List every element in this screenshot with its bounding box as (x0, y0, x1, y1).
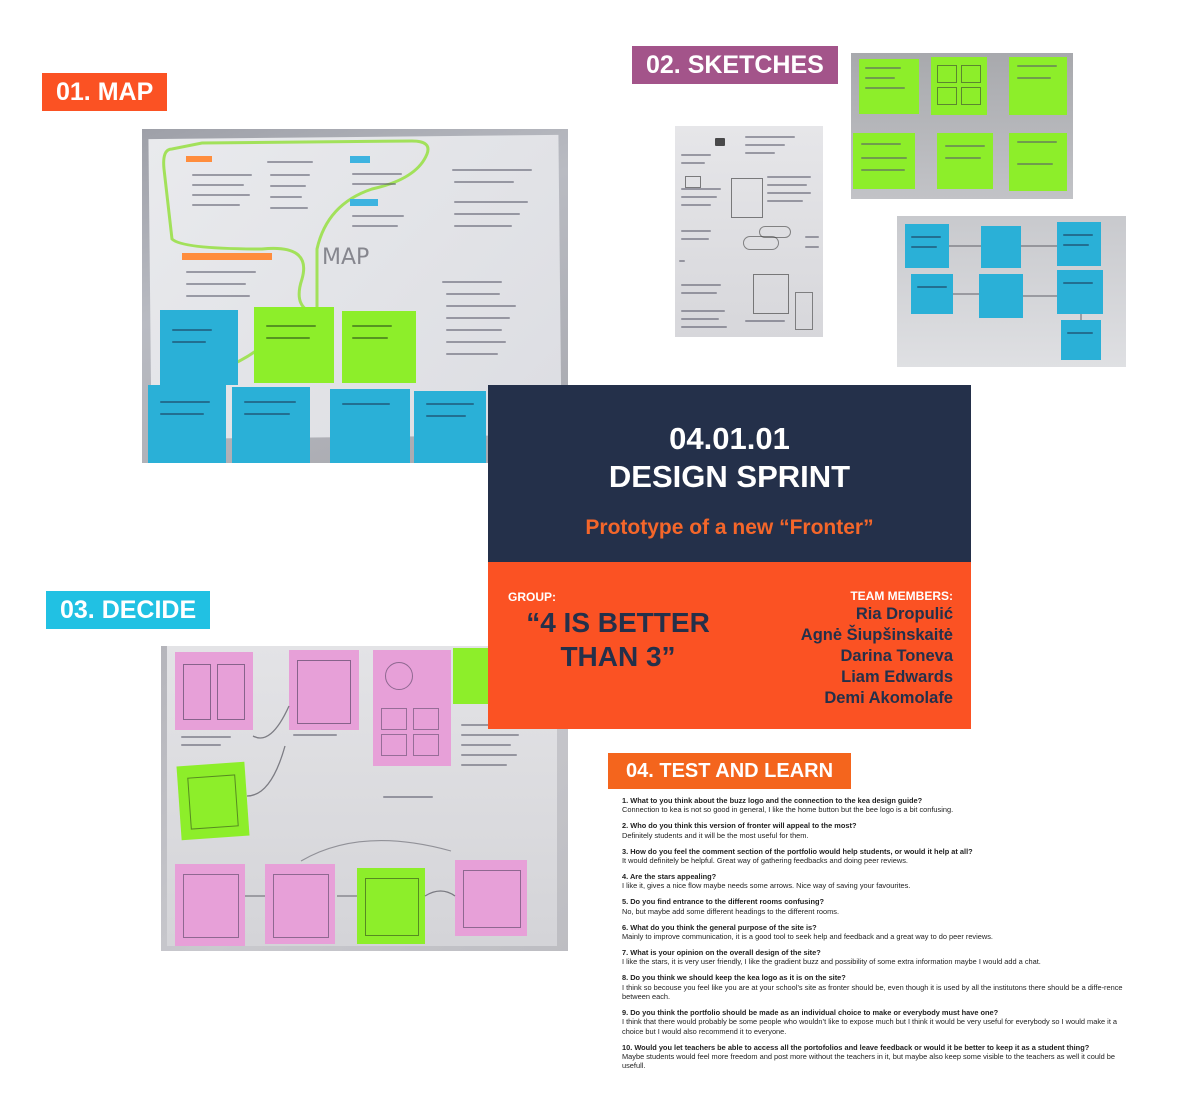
qa-answer: Definitely students and it will be the m… (622, 830, 809, 840)
qa-answer: No, but maybe add some different heading… (622, 906, 840, 916)
qa-answer: Maybe students would feel more freedom a… (622, 1052, 1115, 1071)
map-photo: MAP (142, 129, 568, 463)
section-label-sketches: 02. SKETCHES (632, 46, 838, 84)
sticky-note-green (853, 133, 915, 189)
team-member: Darina Toneva (840, 647, 953, 665)
qa-question: 3. How do you feel the comment section o… (622, 846, 973, 856)
sticky-note-blue (1061, 320, 1101, 360)
sticky-note-green (937, 133, 993, 189)
sticky-note-blue (148, 385, 226, 463)
sticky-note-blue (160, 310, 238, 385)
sticky-note-blue (981, 226, 1021, 268)
section-label-map: 01. MAP (42, 73, 168, 111)
qa-question: 7. What is your opinion on the overall d… (622, 947, 821, 957)
card-header: 04.01.01 DESIGN SPRINT Prototype of a ne… (488, 385, 971, 562)
qa-question: 8. Do you think we should keep the kea l… (622, 973, 846, 983)
team-member: Liam Edwards (841, 668, 953, 686)
qa-question: 9. Do you think the portfolio should be … (622, 1007, 999, 1017)
qa-question: 2. Who do you think this version of fron… (622, 821, 857, 831)
section-label-test-and-learn: 04. TEST AND LEARN (608, 753, 852, 789)
qa-answer: I like it, gives a nice flow maybe needs… (622, 881, 911, 891)
sticky-note-blue (330, 389, 410, 463)
sticky-note-green (342, 311, 416, 383)
qa-answer: I like the stars, it is very user friend… (622, 957, 1041, 967)
sticky-note-pink (175, 652, 253, 730)
sticky-note-pink (265, 864, 335, 944)
sticky-note-pink (289, 650, 359, 730)
sprint-title: DESIGN SPRINT (608, 459, 851, 494)
sketches-paper-photo (675, 126, 823, 337)
group-name-line1: “4 IS BETTER (526, 607, 710, 638)
sticky-note-green (357, 868, 425, 944)
qa-answer: Mainly to improve communication, it is a… (622, 931, 993, 941)
qa-answer: Connection to kea is not so good in gene… (622, 805, 954, 815)
sprint-code: 04.01.01 (669, 421, 790, 456)
test-and-learn-qa: 1. What to you think about the buzz logo… (622, 796, 1127, 1071)
sticky-note-blue (1057, 270, 1103, 314)
design-sprint-card: 04.01.01 DESIGN SPRINT Prototype of a ne… (488, 385, 971, 729)
qa-question: 5. Do you find entrance to the different… (622, 897, 825, 907)
team-members-label: TEAM MEMBERS: (850, 589, 953, 603)
qa-answer: It would definitely be helpful. Great wa… (622, 856, 908, 866)
team-member: Ria Dropulić (855, 605, 953, 623)
qa-question: 4. Are the stars appealing? (622, 871, 717, 881)
qa-question: 10. Would you let teachers be able to ac… (622, 1042, 1090, 1052)
group-name-line2: THAN 3” (560, 641, 676, 672)
map-handwritten-title: MAP (322, 245, 370, 270)
section-label-decide: 03. DECIDE (46, 591, 211, 629)
qa-answer: I think so becouse you feel like you are… (622, 982, 1123, 1001)
sticky-note-blue (979, 274, 1023, 318)
qa-question: 1. What to you think about the buzz logo… (622, 796, 923, 805)
qa-question: 6. What do you think the general purpose… (622, 922, 817, 932)
card-footer: GROUP: “4 IS BETTER THAN 3” TEAM MEMBERS… (488, 562, 971, 729)
sticky-note-green (254, 307, 334, 383)
sticky-note-pink (175, 864, 245, 946)
qa-answer: I think that there would probably be som… (622, 1017, 1118, 1036)
sketches-blue-notes-photo (897, 216, 1126, 367)
sketches-green-notes-photo (851, 53, 1073, 199)
group-label: GROUP: (508, 590, 556, 604)
sticky-note-blue (232, 387, 310, 463)
sticky-note-blue (911, 274, 953, 314)
team-member: Agnė Šiupšinskaitė (800, 626, 953, 644)
sticky-note-blue (414, 391, 486, 463)
team-member: Demi Akomolafe (824, 689, 953, 707)
sticky-note-green (931, 57, 987, 115)
sticky-note-pink (455, 860, 527, 936)
sprint-subtitle: Prototype of a new “Fronter” (585, 516, 874, 539)
